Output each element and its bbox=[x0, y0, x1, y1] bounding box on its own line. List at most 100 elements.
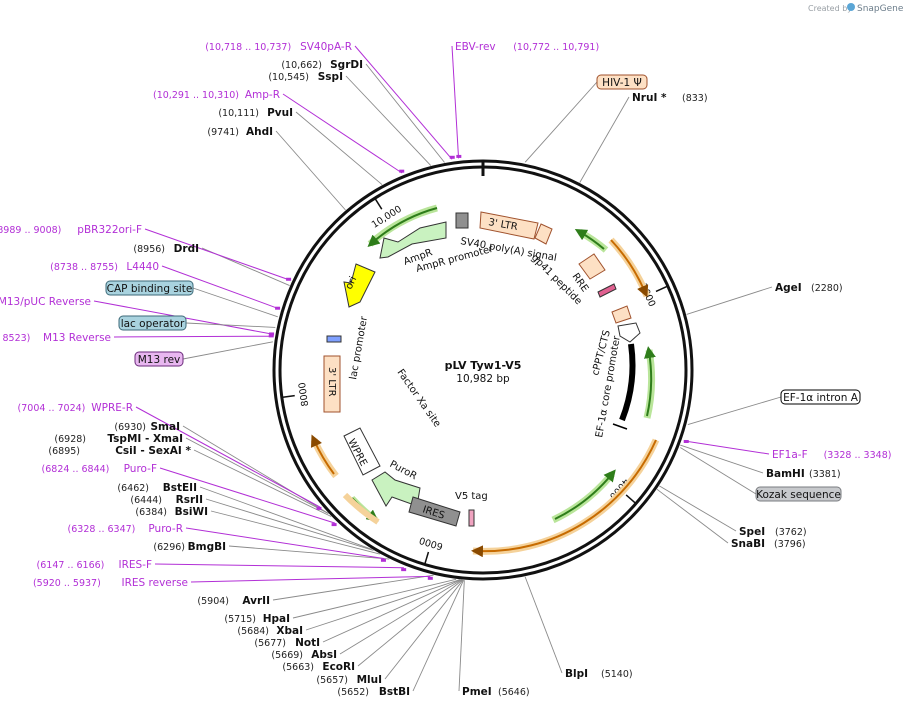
primer-name[interactable]: pBR322ori-F bbox=[77, 224, 142, 236]
primer-position: (8989 .. 9008) bbox=[0, 225, 61, 236]
feature-label-box[interactable] bbox=[755, 486, 842, 502]
feature-leader-line bbox=[524, 81, 598, 163]
primer-marker bbox=[399, 169, 405, 173]
feature-label-box[interactable] bbox=[105, 280, 194, 296]
restriction-site-position: (6930) bbox=[114, 422, 146, 433]
ires-feature bbox=[408, 496, 461, 527]
scale-tick bbox=[281, 394, 295, 399]
primer-leader-line bbox=[144, 228, 291, 281]
restriction-site-name[interactable]: AgeI bbox=[775, 282, 802, 294]
scale-tick-label: 6000 bbox=[418, 534, 444, 551]
restriction-site-position: (2280) bbox=[811, 283, 843, 294]
restriction-site-name[interactable]: XbaI bbox=[276, 625, 303, 637]
restriction-site-name[interactable]: AvrII bbox=[242, 595, 270, 607]
restriction-site-name[interactable]: BmgBI bbox=[188, 541, 226, 553]
ef1a-green-arrow bbox=[644, 346, 656, 417]
restriction-site-position: (10,545) bbox=[268, 72, 309, 83]
feature-label-box[interactable] bbox=[780, 389, 861, 405]
restriction-site-name[interactable]: SmaI bbox=[151, 421, 181, 433]
restriction-site-name[interactable]: PmeI bbox=[462, 686, 492, 698]
restriction-site-position: (5677) bbox=[254, 638, 286, 649]
primer-name[interactable]: IRES reverse bbox=[122, 577, 189, 589]
primer-leader-line bbox=[451, 45, 460, 159]
v5-tag-label: V5 tag bbox=[455, 491, 488, 502]
restriction-site-name[interactable]: EcoRI bbox=[322, 661, 355, 673]
primer-marker bbox=[316, 506, 322, 510]
puro-orange-glow bbox=[342, 492, 380, 525]
restriction-site-position: (3796) bbox=[774, 539, 806, 550]
backbone bbox=[272, 159, 694, 581]
restriction-site-position: (5904) bbox=[197, 596, 229, 607]
primer-name[interactable]: Puro-F bbox=[124, 463, 157, 475]
primer-marker bbox=[269, 332, 275, 336]
restriction-site-name[interactable]: BstEII bbox=[163, 482, 197, 494]
primer-name[interactable]: SV40pA-R bbox=[300, 41, 352, 53]
scale-tick bbox=[655, 285, 669, 293]
feature-label-text: EF-1α intron A bbox=[783, 392, 859, 404]
site-leader-line bbox=[228, 545, 390, 560]
restriction-site-position: (6895) bbox=[48, 446, 80, 457]
restriction-site-position: (9741) bbox=[207, 127, 239, 138]
primer-name[interactable]: Amp-R bbox=[245, 89, 280, 101]
restriction-site-name[interactable]: PvuI bbox=[267, 107, 293, 119]
feature-label-box[interactable] bbox=[134, 351, 184, 367]
feature-leader-line bbox=[680, 447, 757, 495]
site-leader-line bbox=[185, 437, 329, 515]
feature-label-text: CAP binding site bbox=[107, 283, 193, 295]
restriction-site-name[interactable]: BlpI bbox=[565, 668, 588, 680]
restriction-site-name[interactable]: BamHI bbox=[766, 468, 805, 480]
primer-marker bbox=[286, 277, 292, 281]
restriction-site-position: (6296) bbox=[153, 542, 185, 553]
primer-marker bbox=[427, 576, 433, 580]
v5-tag-feature bbox=[468, 509, 475, 527]
orf-green-arrow bbox=[554, 469, 616, 520]
restriction-site-name[interactable]: SspI bbox=[318, 71, 343, 83]
restriction-site-name[interactable]: AbsI bbox=[311, 649, 337, 661]
site-leader-line bbox=[656, 488, 729, 544]
restriction-site-name[interactable]: DrdI bbox=[174, 243, 199, 255]
cppt-feature bbox=[611, 305, 632, 324]
restriction-site-name[interactable]: TspMI - XmaI bbox=[107, 433, 183, 445]
restriction-site-name[interactable]: HpaI bbox=[263, 613, 290, 625]
scale-tick bbox=[423, 551, 430, 565]
site-leader-line bbox=[458, 580, 465, 692]
primer-name[interactable]: IRES-F bbox=[118, 559, 152, 571]
restriction-site-name[interactable]: NotI bbox=[295, 637, 320, 649]
primer-marker bbox=[449, 155, 455, 159]
primer-marker bbox=[456, 154, 462, 158]
restriction-site-position: (6462) bbox=[117, 483, 149, 494]
restriction-site-name[interactable]: NruI * bbox=[632, 92, 667, 104]
ltr-cap-feature bbox=[534, 223, 553, 245]
feature-label-box[interactable] bbox=[118, 315, 187, 331]
feature-leader-line bbox=[192, 287, 278, 318]
outer-labels: SgrDI (10,662)SspI (10,545) PvuI (10,111) Ahd… bbox=[0, 41, 891, 698]
primer-marker bbox=[401, 568, 407, 572]
primer-name[interactable]: M13 Reverse bbox=[43, 332, 111, 344]
rre-orange-glow bbox=[608, 237, 651, 298]
restriction-site-name[interactable]: BstBI bbox=[379, 686, 410, 698]
restriction-site-name[interactable]: SnaBI bbox=[731, 538, 765, 550]
primer-marker bbox=[683, 439, 689, 443]
restriction-site-name[interactable]: MluI bbox=[357, 674, 382, 686]
restriction-site-name[interactable]: RsrII bbox=[176, 494, 203, 506]
ef1a-end-tick bbox=[612, 423, 628, 430]
restriction-site-name[interactable]: BsiWI bbox=[175, 506, 208, 518]
ltr-top-feature bbox=[479, 211, 539, 240]
ltr-top-label: 3' LTR bbox=[487, 217, 518, 233]
primer-name[interactable]: EF1a-F bbox=[772, 449, 808, 461]
primer-name[interactable]: EBV-rev bbox=[455, 41, 496, 53]
restriction-site-name[interactable]: SgrDI bbox=[330, 59, 363, 71]
restriction-site-position: (10,111) bbox=[218, 108, 259, 119]
restriction-site-position: (10,662) bbox=[281, 60, 322, 71]
primer-name[interactable]: L4440 bbox=[126, 261, 159, 273]
restriction-site-name[interactable]: AhdI bbox=[246, 126, 273, 138]
primer-name[interactable]: WPRE-R bbox=[91, 402, 133, 414]
primer-name[interactable]: M13/pUC Reverse bbox=[0, 296, 91, 308]
rre-feature bbox=[578, 253, 606, 280]
restriction-site-name[interactable]: SpeI bbox=[739, 526, 765, 538]
primer-name[interactable]: Puro-R bbox=[148, 523, 183, 535]
restriction-site-name[interactable]: CsiI - SexAI * bbox=[115, 445, 191, 457]
restriction-site-position: (6928) bbox=[54, 434, 86, 445]
primer-leader-line bbox=[159, 467, 336, 524]
feature-label-box[interactable] bbox=[596, 74, 648, 90]
